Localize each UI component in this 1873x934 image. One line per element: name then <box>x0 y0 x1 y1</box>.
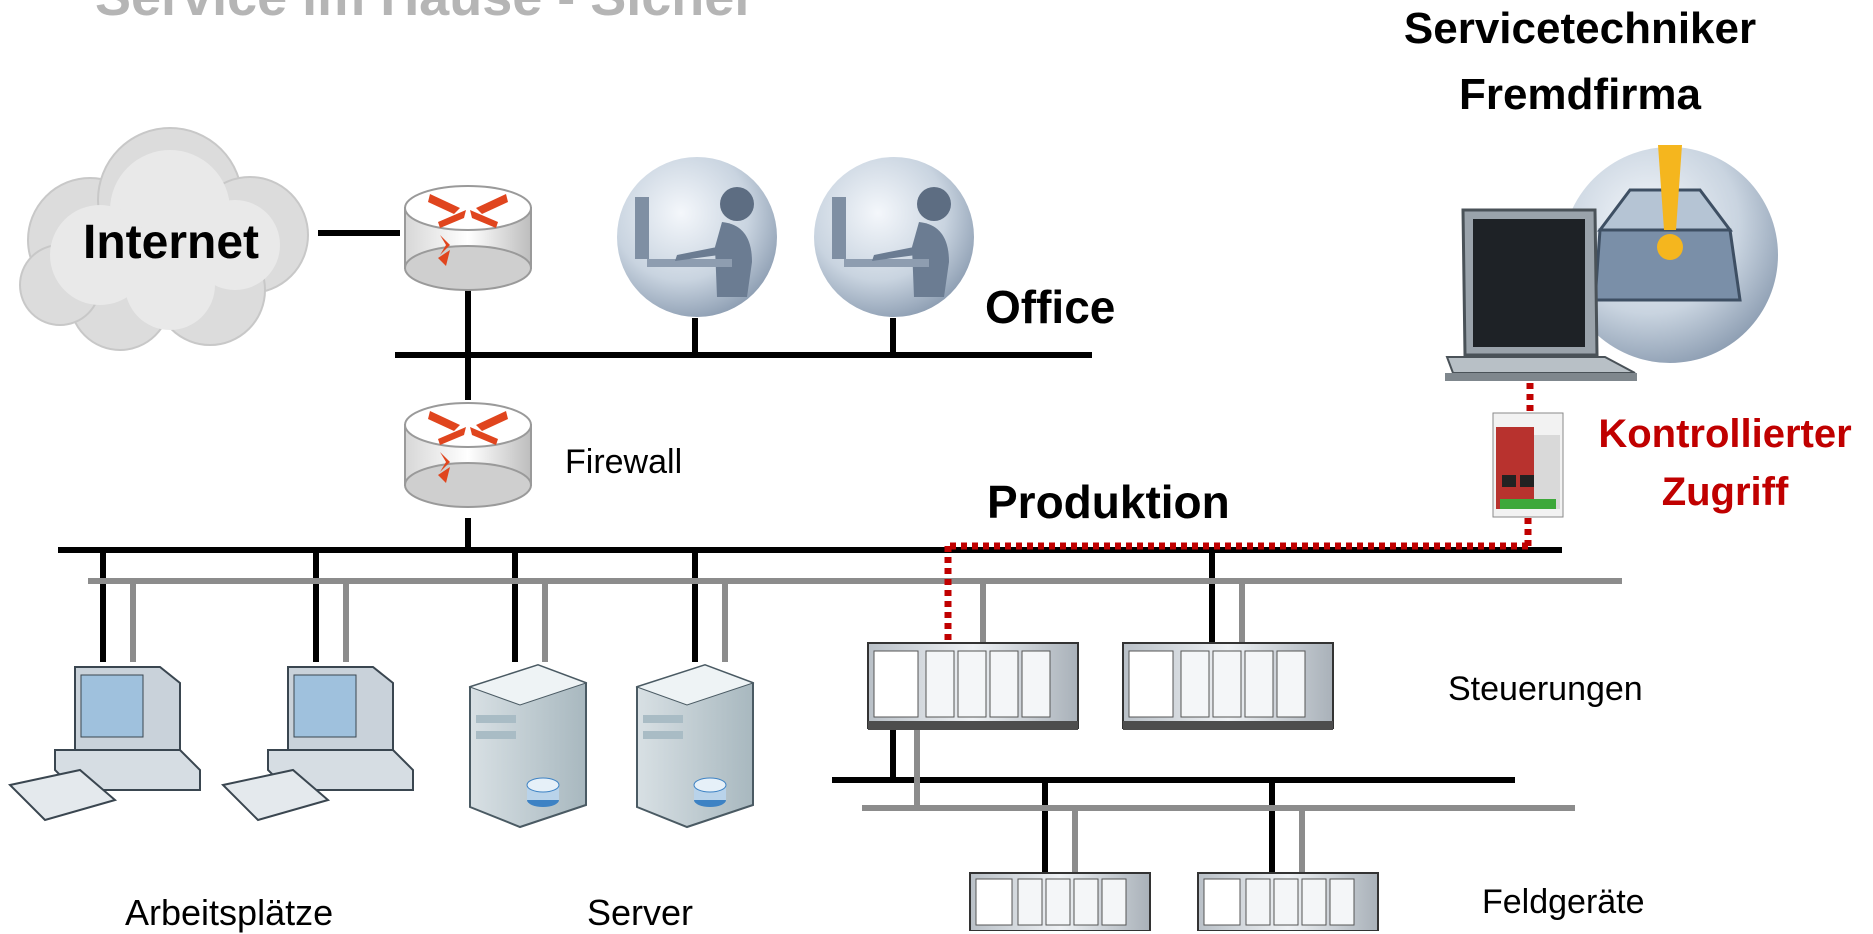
label-access-line2: Zugriff <box>1661 470 1789 514</box>
firewall-router-icon <box>404 402 532 508</box>
cloud-icon <box>19 127 309 351</box>
primary-network-lines <box>58 230 1562 873</box>
desktop-computer-icon <box>7 666 201 822</box>
toolbox-warning-icon <box>1562 145 1778 363</box>
page-title: Service im Hause - Sicher <box>95 0 755 28</box>
label-office: Office <box>985 281 1116 333</box>
user-at-desk-icon <box>814 157 974 317</box>
label-access-line1: Kontrollierter <box>1598 412 1852 456</box>
controlled-access-path <box>944 383 1534 640</box>
label-arbeitsplaetze: Arbeitsplätze <box>125 892 334 933</box>
label-firewall: Firewall <box>565 443 683 481</box>
label-technician-line2: Fremdfirma <box>1458 70 1702 119</box>
router-icon <box>404 185 532 291</box>
label-technician-line1: Servicetechniker <box>1403 4 1757 53</box>
label-server: Server <box>587 892 694 933</box>
field-device-rack-icon <box>1197 872 1379 931</box>
laptop-icon <box>1445 208 1637 381</box>
label-steuerungen: Steuerungen <box>1448 670 1643 708</box>
server-tower-icon <box>635 663 755 829</box>
desktop-computer-icon <box>220 666 414 822</box>
secondary-network-lines <box>88 578 1622 873</box>
label-feldgeraete: Feldgeräte <box>1482 883 1645 921</box>
field-device-rack-icon <box>969 872 1151 931</box>
user-at-desk-icon <box>617 157 777 317</box>
label-internet: Internet <box>83 216 260 269</box>
server-tower-icon <box>468 663 588 829</box>
plc-rack-icon <box>1122 642 1334 730</box>
din-rail-gateway-icon <box>1492 412 1564 518</box>
plc-rack-icon <box>867 642 1079 730</box>
label-produktion: Produktion <box>987 476 1230 528</box>
